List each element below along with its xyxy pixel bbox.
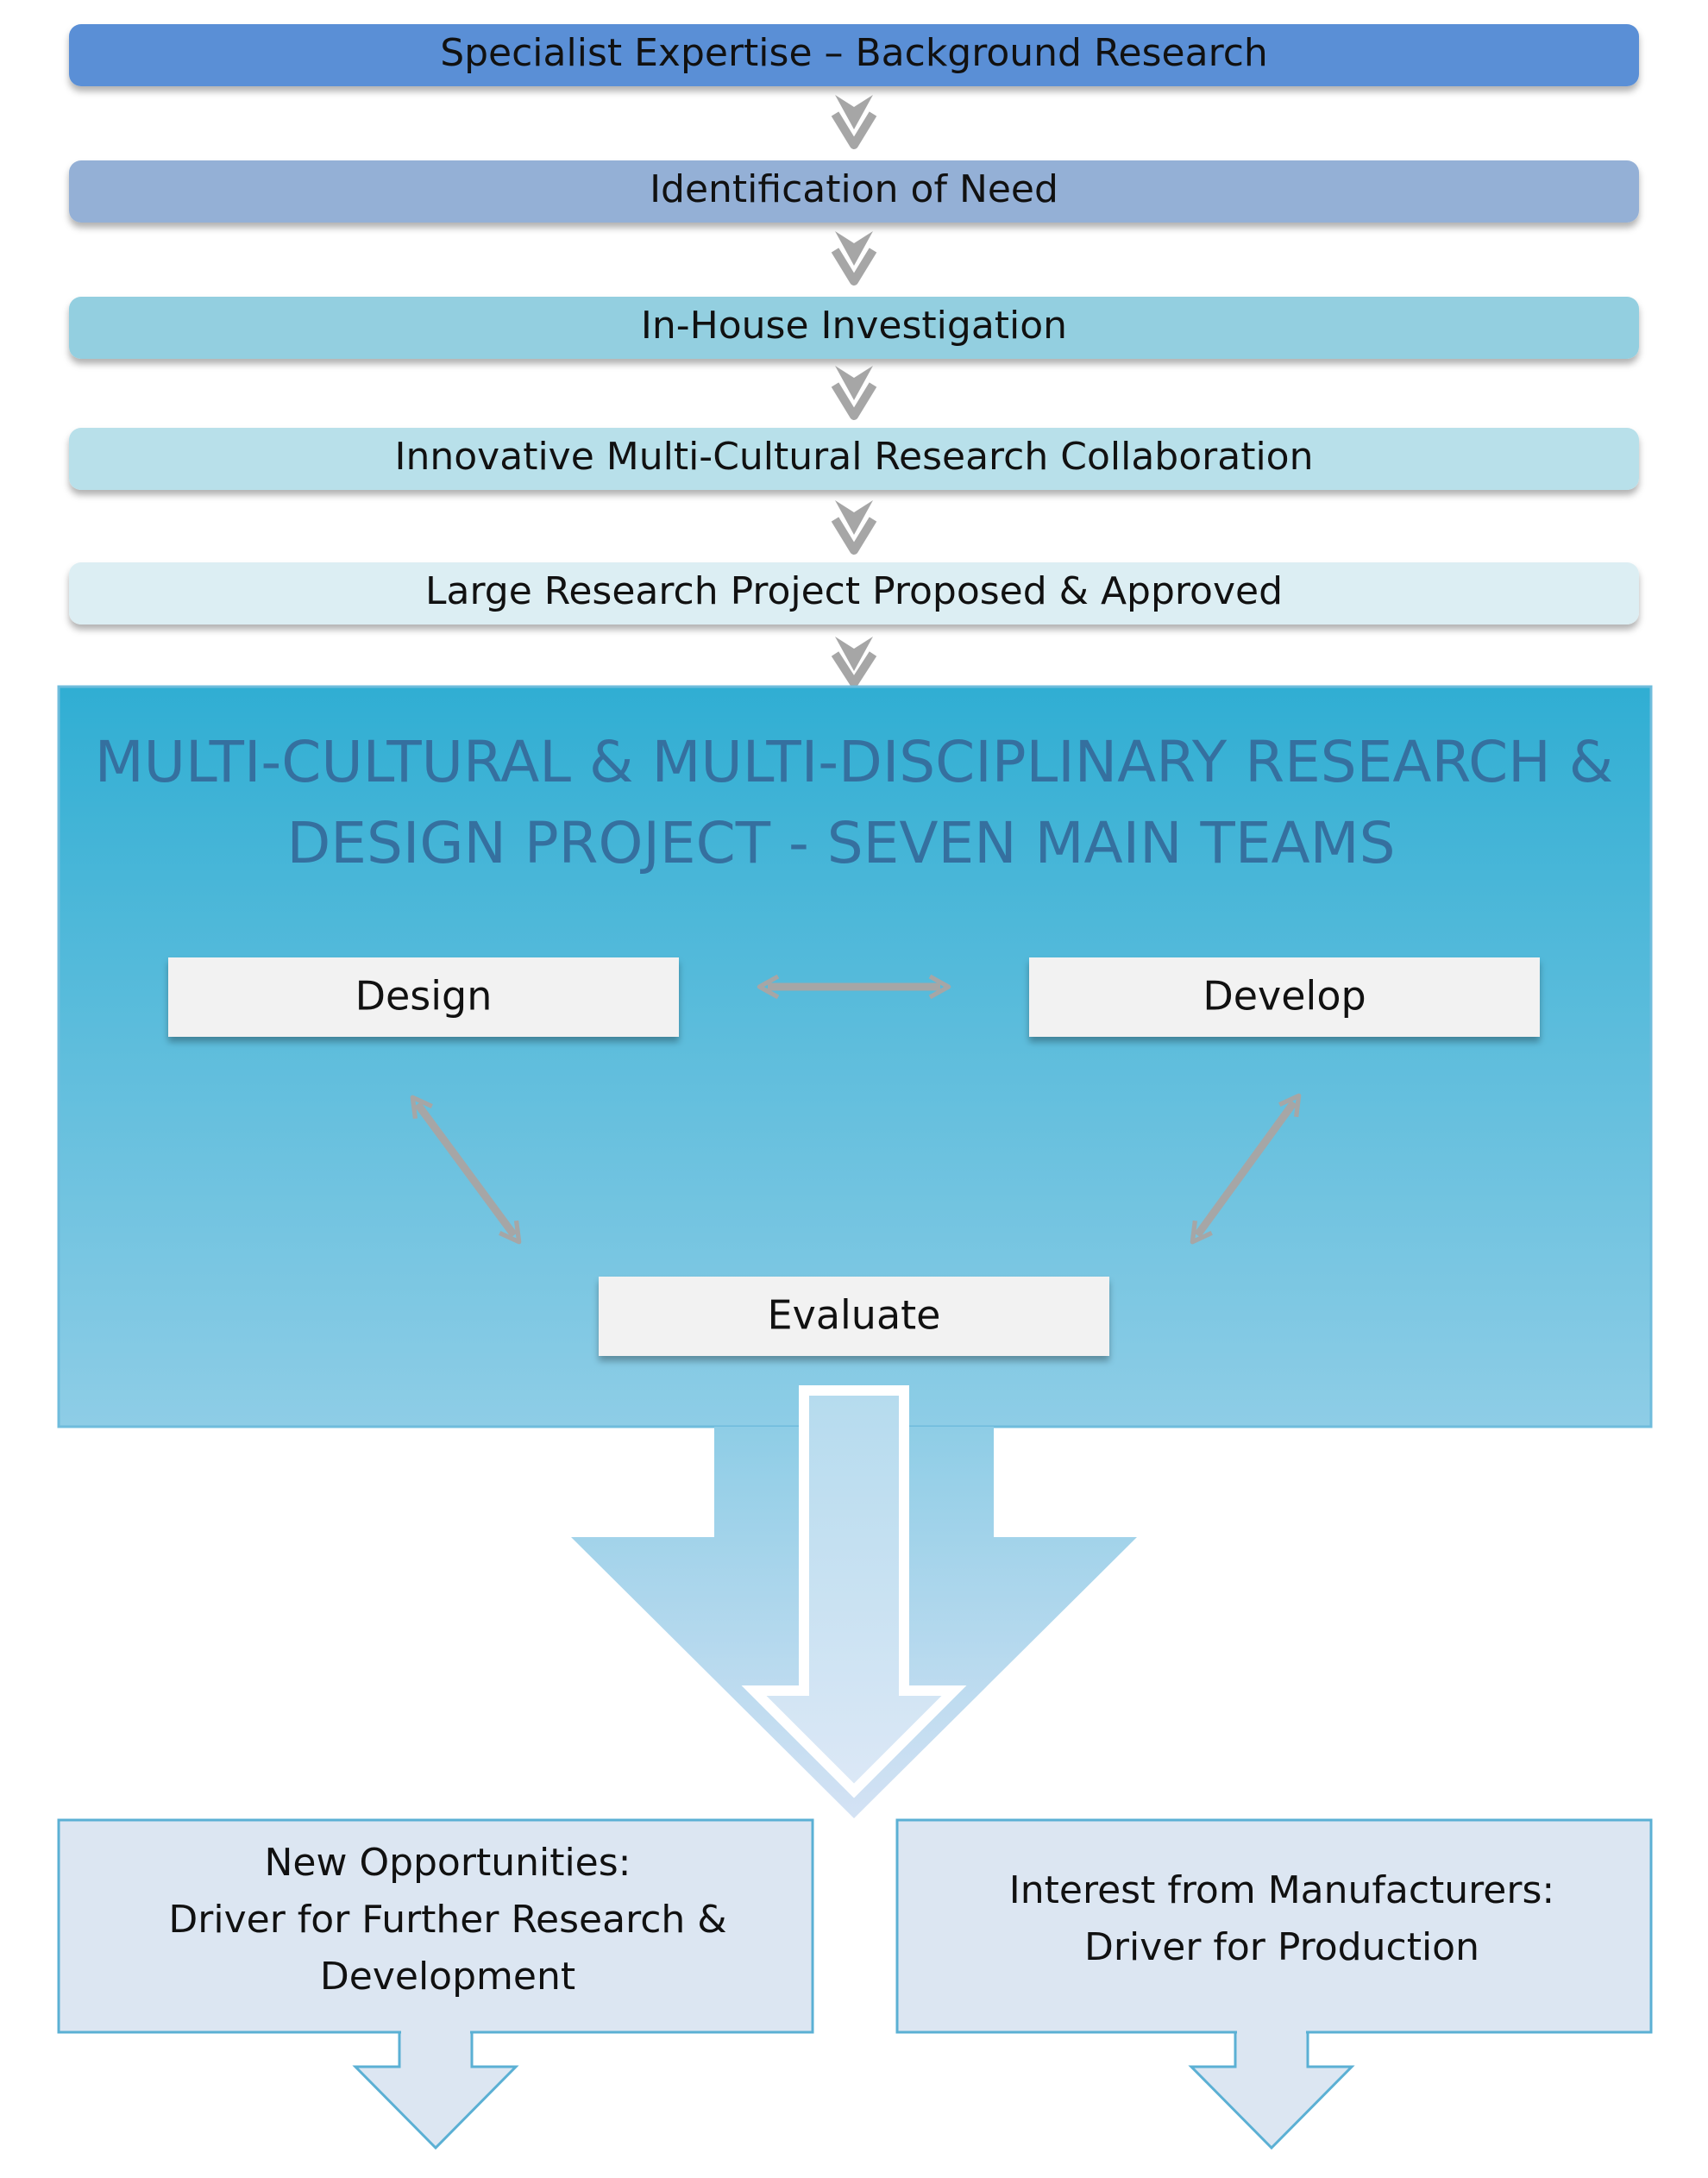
stage-in-house-investigation: In-House Investigation [69, 297, 1639, 359]
outcome-line1: New Opportunities: [264, 1841, 631, 1885]
stage-bar [69, 428, 1639, 490]
big-down-arrow [571, 1385, 1137, 1818]
stage-bar [69, 24, 1639, 86]
team-box [168, 957, 679, 1037]
stage-large-project-approved: Large Research Project Proposed & Approv… [69, 562, 1639, 625]
stage-identification-of-need: Identification of Need [69, 160, 1639, 223]
stage-flow-arrow [831, 95, 877, 149]
stage-flow-arrow [831, 637, 877, 687]
stage-flow-arrow [831, 231, 877, 286]
team-design: Design [168, 957, 679, 1037]
team-box [1029, 957, 1540, 1037]
outcome-box [57, 1818, 814, 2034]
outcome-left-down-arrow [352, 2030, 519, 2150]
outcome-right-down-arrow [1188, 2030, 1355, 2150]
team-label: Design [355, 973, 493, 1020]
stage-flow-arrow [831, 366, 877, 420]
stage-specialist-expertise: Specialist Expertise – Background Resear… [69, 24, 1639, 86]
inner-arrow-highlight [741, 1385, 967, 1798]
stage-bar [69, 160, 1639, 223]
stage-label: In-House Investigation [641, 304, 1067, 348]
team-label: Develop [1203, 973, 1366, 1020]
team-develop: Develop [1029, 957, 1540, 1037]
outcome-line1: Interest from Manufacturers: [1009, 1868, 1554, 1912]
stage-innovative-collaboration: Innovative Multi-Cultural Research Colla… [69, 428, 1639, 490]
team-label: Evaluate [768, 1292, 941, 1339]
stage-bar [69, 562, 1639, 625]
stage-label: Specialist Expertise – Background Resear… [440, 31, 1268, 75]
project-title-line1: MULTI-CULTURAL & MULTI-DISCIPLINARY RESE… [95, 729, 1614, 795]
stage-label: Innovative Multi-Cultural Research Colla… [395, 435, 1314, 479]
develop-evaluate-arrow [1190, 1093, 1302, 1245]
stage-flow-arrow [831, 500, 877, 555]
team-evaluate: Evaluate [599, 1277, 1109, 1356]
stage-label: Identification of Need [650, 167, 1058, 211]
outcome-manufacturer-interest: Interest from Manufacturers: Driver for … [895, 1818, 1653, 2034]
team-box [599, 1277, 1109, 1356]
outcome-line2: Driver for Further Research & [168, 1898, 726, 1942]
stage-bar [69, 297, 1639, 359]
outcome-new-opportunities: New Opportunities: Driver for Further Re… [57, 1818, 814, 2034]
outcome-line2: Driver for Production [1084, 1925, 1479, 1969]
stage-label: Large Research Project Proposed & Approv… [425, 569, 1283, 613]
project-title-line2: DESIGN PROJECT - SEVEN MAIN TEAMS [286, 810, 1395, 876]
design-evaluate-arrow [410, 1095, 522, 1245]
outcome-box [895, 1818, 1653, 2034]
outcome-line3: Development [320, 1955, 575, 1999]
project-panel: MULTI-CULTURAL & MULTI-DISCIPLINARY RESE… [57, 685, 1653, 1428]
